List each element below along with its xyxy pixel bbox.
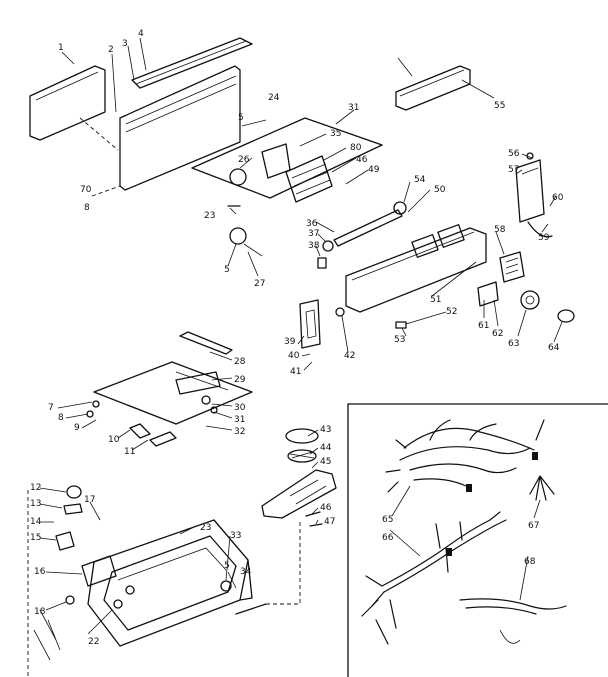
callout-62: 62 <box>492 329 503 339</box>
callout-40: 40 <box>288 351 300 361</box>
callout-5c: 5 <box>224 561 230 571</box>
callout-28: 28 <box>234 357 246 367</box>
callout-1: 1 <box>58 43 64 53</box>
callout-57: 57 <box>508 165 519 175</box>
callout-9: 9 <box>74 423 80 433</box>
callout-23: 23 <box>204 211 215 221</box>
callout-50: 50 <box>434 185 446 195</box>
callout-68: 68 <box>524 557 536 567</box>
callout-24: 24 <box>268 93 280 103</box>
callout-66: 66 <box>382 533 394 543</box>
callout-8: 8 <box>84 203 90 213</box>
callout-26: 26 <box>238 155 250 165</box>
callout-46b: 46 <box>320 503 332 513</box>
callout-51: 51 <box>430 295 441 305</box>
callout-12: 12 <box>30 483 41 493</box>
callout-31b: 31 <box>234 415 245 425</box>
callout-10: 10 <box>108 435 120 445</box>
callout-60: 60 <box>552 193 564 203</box>
leader-lines <box>39 37 563 635</box>
callout-15: 15 <box>30 533 41 543</box>
callout-53: 53 <box>394 335 405 345</box>
callout-59: 59 <box>538 233 550 243</box>
callout-47: 47 <box>324 517 335 527</box>
cabinet-top-group <box>27 485 301 677</box>
wiring-harness-box <box>347 403 608 677</box>
callout-56: 56 <box>508 149 520 159</box>
callout-11: 11 <box>124 447 135 457</box>
callout-17: 17 <box>84 495 95 505</box>
callout-63: 63 <box>508 339 519 349</box>
callout-23b: 23 <box>200 523 211 533</box>
callout-44: 44 <box>320 443 332 453</box>
callout-2: 2 <box>108 45 114 55</box>
callout-3: 3 <box>122 39 128 49</box>
callout-33: 33 <box>230 531 241 541</box>
callout-7: 7 <box>48 403 54 413</box>
callout-18: 18 <box>34 607 46 617</box>
top-right-parts-group <box>395 65 553 238</box>
callout-8b: 8 <box>58 413 64 423</box>
top-left-panel-group <box>29 37 383 207</box>
callout-46: 46 <box>356 155 368 165</box>
callout-16: 16 <box>34 567 46 577</box>
console-panel-group <box>229 201 575 349</box>
callout-34: 34 <box>240 567 252 577</box>
callout-30: 30 <box>234 403 246 413</box>
callout-22: 22 <box>88 637 99 647</box>
callout-61: 61 <box>478 321 489 331</box>
callout-42: 42 <box>344 351 355 361</box>
callout-13: 13 <box>30 499 41 509</box>
callout-29: 29 <box>234 375 246 385</box>
callout-43: 43 <box>320 425 331 435</box>
callout-64: 64 <box>548 343 560 353</box>
callout-55: 55 <box>494 101 505 111</box>
callout-38: 38 <box>308 241 320 251</box>
callout-41: 41 <box>290 367 301 377</box>
callout-37: 37 <box>308 229 319 239</box>
callout-4: 4 <box>138 29 144 39</box>
callout-14: 14 <box>30 517 42 527</box>
callout-31: 31 <box>348 103 359 113</box>
callout-32: 32 <box>234 427 245 437</box>
callout-35: 35 <box>330 129 341 139</box>
callout-52: 52 <box>446 307 457 317</box>
callout-65: 65 <box>382 515 393 525</box>
callout-39: 39 <box>284 337 296 347</box>
callout-70: 70 <box>80 185 92 195</box>
callout-36: 36 <box>306 219 318 229</box>
callout-labels: 1 2 3 4 5 70 8 24 31 35 26 80 46 23 49 5… <box>30 29 564 647</box>
callout-58: 58 <box>494 225 506 235</box>
callout-45: 45 <box>320 457 331 467</box>
callout-80: 80 <box>350 143 362 153</box>
callout-49: 49 <box>368 165 380 175</box>
callout-5b: 5 <box>224 265 230 275</box>
callout-54: 54 <box>414 175 426 185</box>
callout-27: 27 <box>254 279 265 289</box>
callout-67: 67 <box>528 521 539 531</box>
agitator-parts-group <box>261 428 337 527</box>
callout-5: 5 <box>238 113 244 123</box>
